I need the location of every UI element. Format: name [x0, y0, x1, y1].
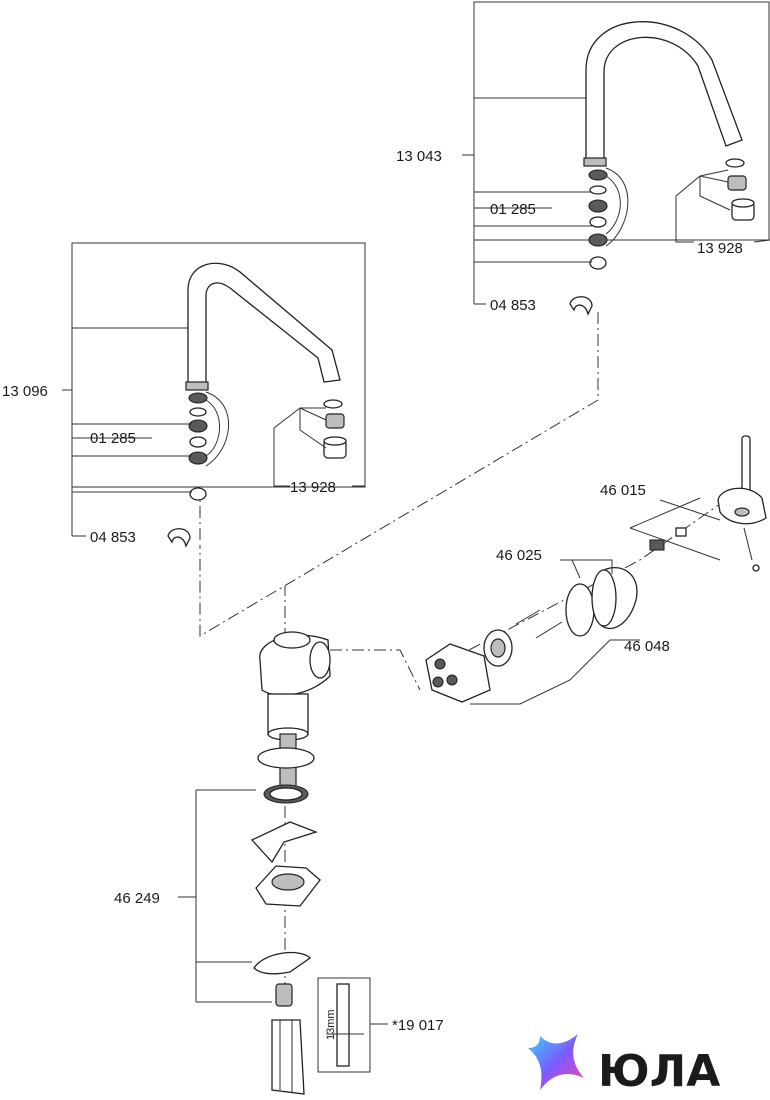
lever-handle — [741, 435, 751, 497]
label-aerator-left: 13 928 — [290, 479, 336, 496]
seal-ring — [588, 169, 608, 181]
nut-icon — [275, 983, 293, 1007]
spout-high-group — [462, 1, 770, 316]
body-shank — [267, 693, 309, 735]
assembly-lines — [199, 312, 741, 1000]
horseshoe-washer — [250, 821, 318, 864]
spout-tube-low — [187, 262, 341, 386]
lever-group — [629, 435, 767, 572]
fixing-clip — [253, 951, 312, 975]
yula-logo: ЮЛА — [528, 1034, 720, 1097]
spout-low-group — [62, 242, 366, 548]
cap-ring — [565, 583, 595, 637]
spout-low-frame — [71, 242, 366, 488]
label-seal-set-left: 01 285 — [90, 430, 136, 447]
label-spout-low: 13 096 — [2, 383, 48, 400]
mounting-set-leads — [178, 789, 272, 1003]
label-cartridge: 46 048 — [624, 638, 670, 655]
label-clip-left: 04 853 — [90, 529, 136, 546]
logo-star-icon — [528, 1034, 584, 1090]
spout-high-frame — [473, 1, 770, 241]
cartridge-icon — [425, 643, 491, 703]
clip-icon — [569, 296, 593, 316]
logo-text: ЮЛА — [598, 1046, 720, 1097]
label-seal-set-top: 01 285 — [490, 201, 536, 218]
label-spout-high: 13 043 — [396, 148, 442, 165]
aerator-ring — [725, 158, 745, 168]
label-lever: 46 015 — [600, 482, 646, 499]
cartridge-group — [425, 609, 640, 705]
grub-screw — [649, 539, 665, 551]
gasket-top — [257, 747, 315, 769]
clip-icon — [167, 528, 191, 548]
tool-group: 13mm — [317, 977, 388, 1073]
spout-tube-high — [585, 21, 743, 161]
label-tool-size: 13mm — [325, 1009, 337, 1040]
lever-icon — [717, 487, 767, 525]
socket-wrench — [336, 983, 350, 1067]
label-cap: 46 025 — [496, 547, 542, 564]
cap-group — [560, 559, 638, 637]
label-mounting-set: 46 249 — [114, 890, 160, 907]
label-aerator-top: 13 928 — [697, 240, 743, 257]
label-clip-top: 04 853 — [490, 297, 536, 314]
mixer-body — [250, 631, 331, 1095]
supply-hoses — [271, 1019, 305, 1095]
label-tool: *19 017 — [392, 1017, 444, 1034]
